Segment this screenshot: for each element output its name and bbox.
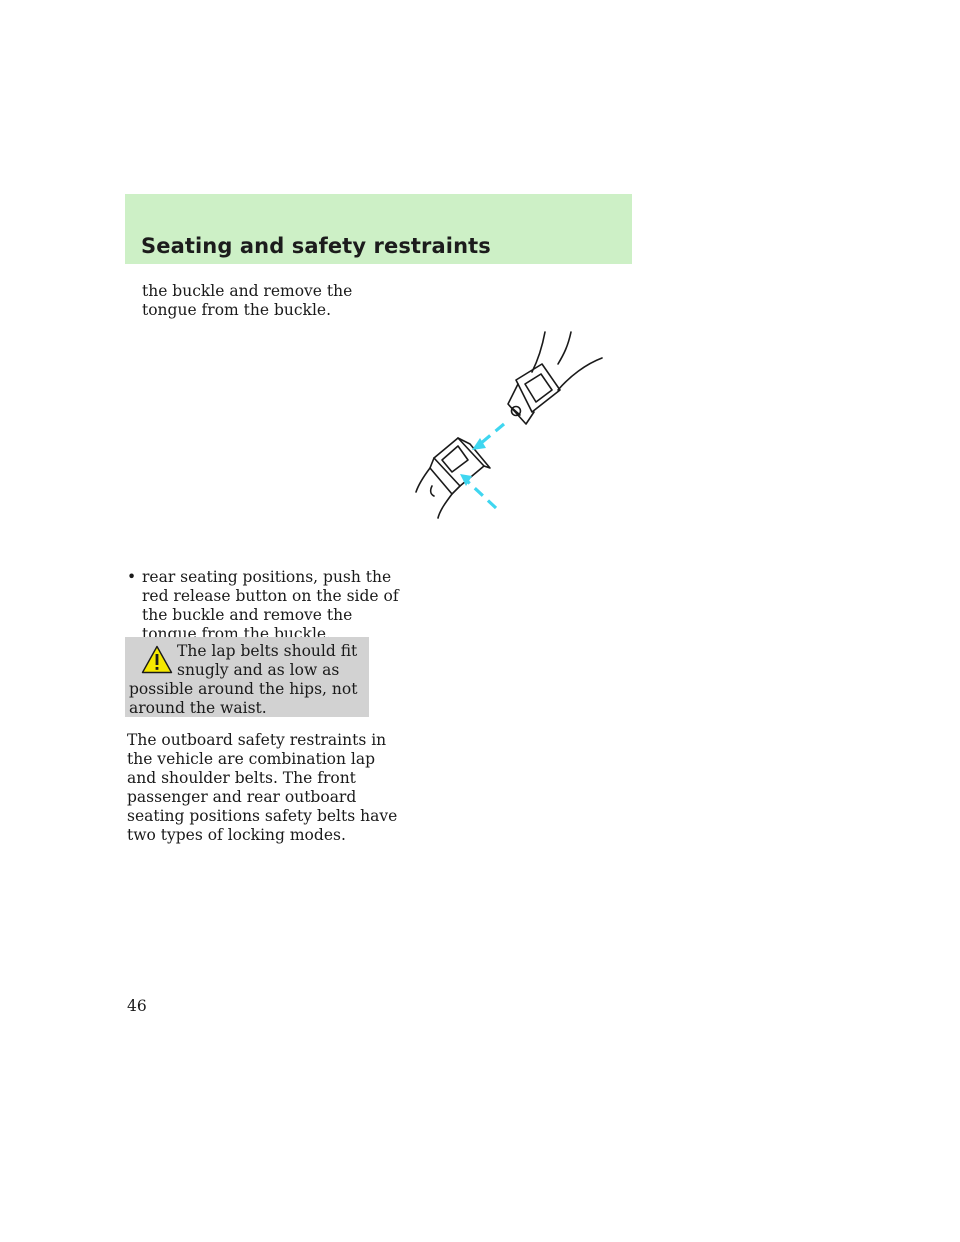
warning-line: snugly and as low as (177, 661, 340, 679)
text-line: The outboard safety restraints in (127, 731, 387, 749)
warning-line: possible around the hips, not (129, 680, 358, 698)
warning-line: The lap belts should fit (177, 642, 358, 660)
text-line: passenger and rear outboard (127, 788, 357, 806)
text-line: rear seating positions, push the (142, 568, 392, 586)
text-line: tongue from the buckle. (142, 301, 331, 319)
section-header: Seating and safety restraints (125, 194, 632, 264)
text-line: the buckle and remove the (142, 606, 353, 624)
text-line: the buckle and remove the (142, 282, 353, 300)
intro-text: the buckle and remove the tongue from th… (142, 282, 352, 320)
warning-line: around the waist. (129, 699, 267, 717)
text-line: red release button on the side of (142, 587, 399, 605)
text-line: the vehicle are combination lap (127, 750, 376, 768)
text-line: two types of locking modes. (127, 826, 346, 844)
bullet-item: • rear seating positions, push the red r… (127, 568, 399, 644)
text-line: and shoulder belts. The front (127, 769, 356, 787)
body-paragraph: The outboard safety restraints in the ve… (127, 731, 397, 845)
seatbelt-buckle-illustration (415, 331, 603, 519)
text-line: seating positions safety belts have (127, 807, 398, 825)
warning-triangle-icon (141, 645, 173, 674)
warning-box: The lap belts should fit snugly and as l… (125, 637, 369, 717)
page-number: 46 (127, 997, 147, 1015)
section-title: Seating and safety restraints (141, 234, 491, 258)
bullet-marker: • (127, 568, 137, 586)
